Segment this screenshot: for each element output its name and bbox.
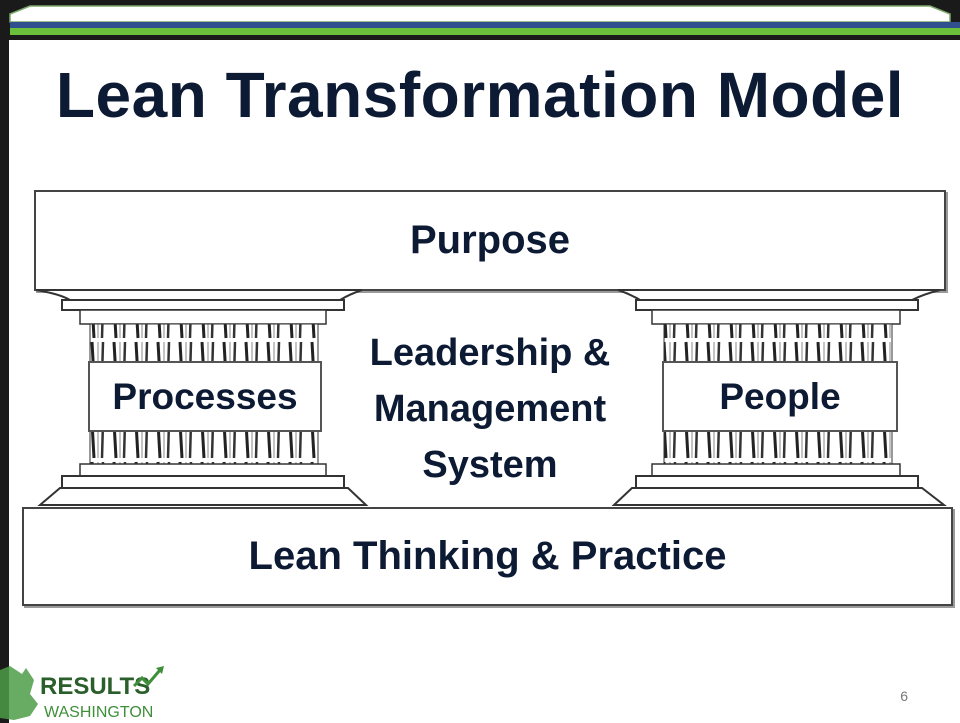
top-accent-band	[0, 0, 960, 40]
temple-diagram: Purpose	[0, 180, 960, 620]
pillar-label-people: People	[662, 361, 898, 432]
center-line-3: System	[422, 444, 558, 486]
roof-purpose: Purpose	[34, 190, 946, 291]
foundation-lean-thinking: Lean Thinking & Practice	[22, 507, 953, 606]
slide-title: Lean Transformation Model	[55, 59, 905, 131]
pillar-label-processes: Processes	[88, 361, 322, 432]
center-line-2: Management	[373, 388, 607, 430]
center-line-1: Leadership &	[369, 332, 611, 374]
slide-left-border	[0, 0, 9, 723]
results-washington-logo: RESULTS WASHINGTON	[0, 666, 164, 721]
center-label: Leadership & Management System	[340, 325, 640, 493]
page-number: 6	[900, 688, 908, 704]
logo-text-results: RESULTS	[40, 673, 150, 700]
logo-text-washington: WASHINGTON	[44, 704, 153, 721]
